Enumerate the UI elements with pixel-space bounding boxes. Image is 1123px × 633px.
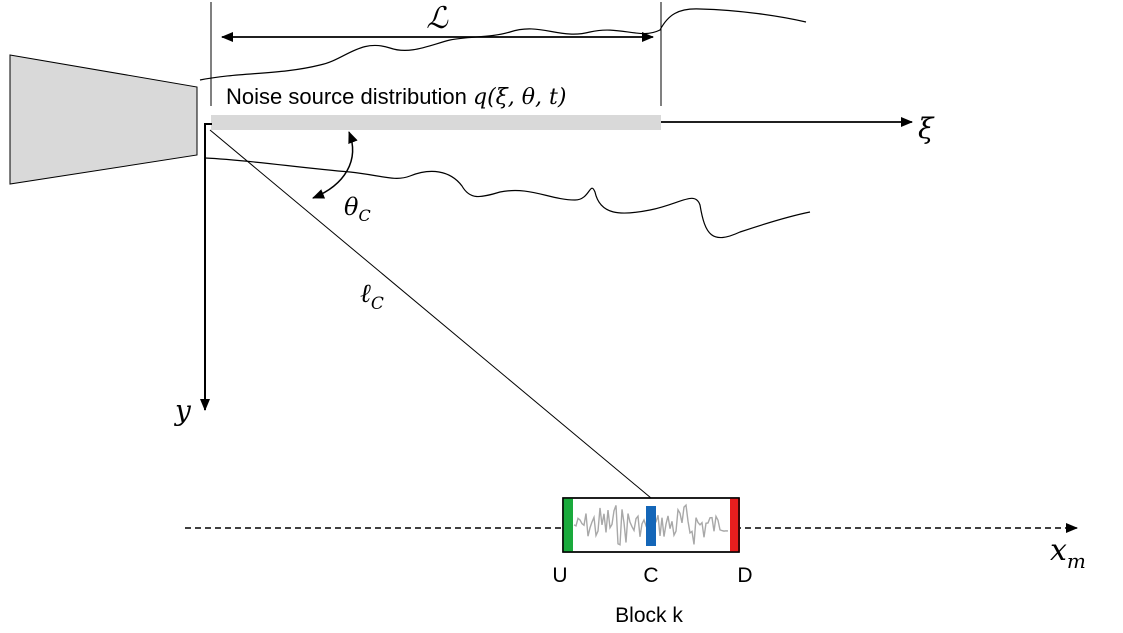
block-title: Block k — [615, 604, 683, 627]
theta-symbol: θ — [344, 193, 359, 221]
observer-ray — [209, 129, 652, 499]
theta-angle-arc — [312, 131, 358, 199]
upstream-marker-bar — [563, 498, 573, 552]
noise-source-label-math: q(ξ, θ, t) — [473, 85, 566, 110]
ell-subscript: C — [371, 294, 384, 314]
ell-label: ℓC — [360, 279, 384, 314]
ell-symbol: ℓ — [360, 279, 371, 309]
marker-u-label: U — [552, 564, 567, 587]
noise-source-label: Noise source distribution q(ξ, θ, t) — [226, 84, 566, 110]
nozzle — [9, 54, 198, 185]
y-axis-label: y — [173, 394, 192, 427]
xm-subscript: m — [1067, 549, 1086, 573]
marker-d-label: D — [737, 564, 752, 587]
jet-boundary-lower — [204, 157, 811, 239]
center-marker-bar — [646, 506, 656, 546]
marker-c-label: C — [643, 564, 658, 587]
xm-label: xm — [1050, 533, 1086, 573]
noise-source-label-text: Noise source distribution — [226, 84, 473, 109]
noise-source-bar — [211, 115, 661, 130]
block-frame-outline — [562, 497, 740, 553]
theta-subscript: C — [358, 206, 370, 225]
jet-boundary-upper — [199, 8, 807, 81]
block-k — [562, 497, 740, 553]
xi-axis-label: ξ — [918, 112, 935, 145]
length-symbol: ℒ — [426, 1, 449, 36]
theta-label: θC — [344, 193, 371, 225]
downstream-marker-bar — [730, 498, 740, 552]
xm-symbol: x — [1050, 533, 1067, 568]
